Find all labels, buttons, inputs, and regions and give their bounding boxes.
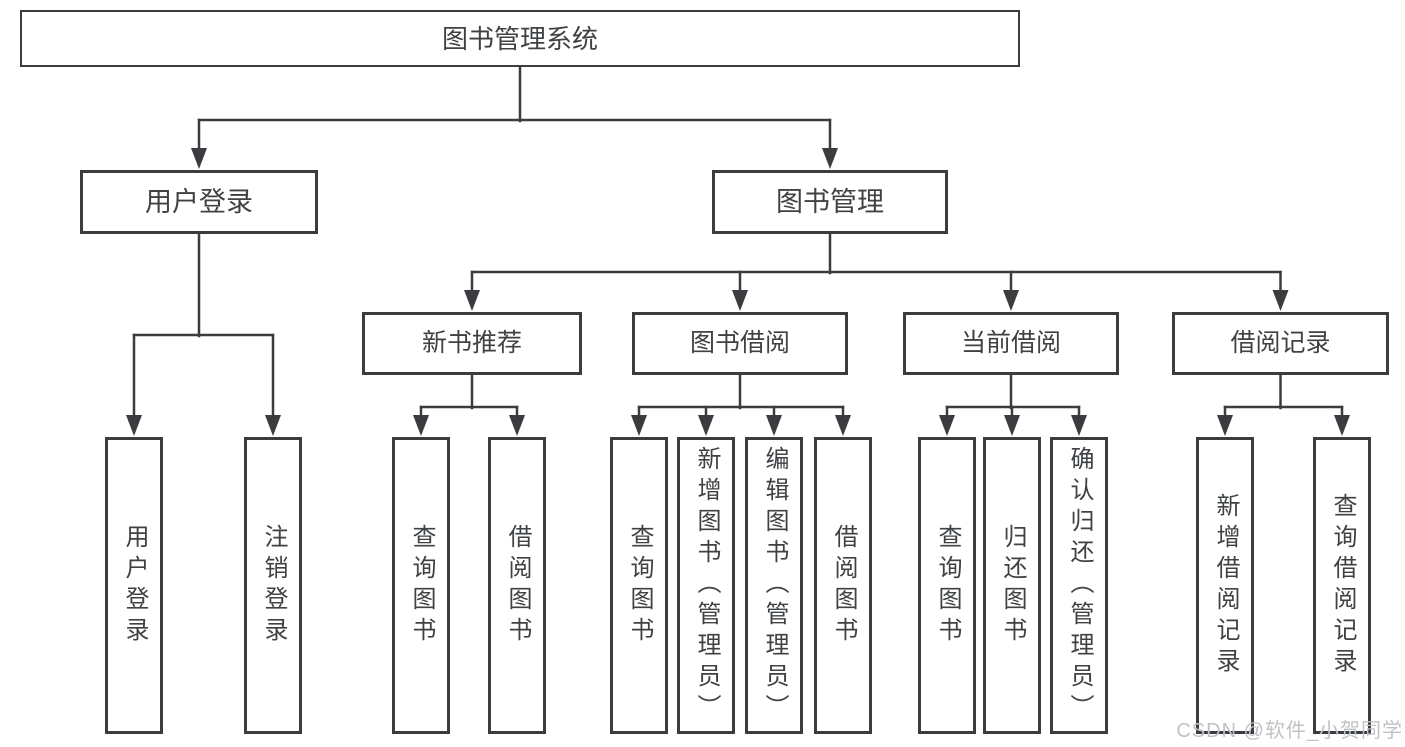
node-current-borrowing-label: 当前借阅: [960, 329, 1061, 357]
leaf-edit-book-admin: 编辑图书（管理员）: [745, 437, 803, 734]
arrowhead: [413, 415, 429, 436]
node-current-borrowing: 当前借阅: [903, 312, 1119, 375]
leaf-user-login-label: 用户登录: [121, 523, 148, 648]
arrowhead: [1071, 415, 1087, 436]
node-book-borrowing-label: 图书借阅: [689, 329, 790, 357]
leaf-add-book-admin: 新增图书（管理员）: [677, 437, 735, 734]
arrowhead: [766, 415, 782, 436]
arrowhead: [631, 415, 647, 436]
arrowhead: [732, 290, 748, 311]
leaf-logout-label: 注销登录: [260, 523, 287, 648]
leaf-query-books-borrow-label: 查询图书: [626, 523, 653, 648]
watermark: CSDN @软件_小贺同学: [1176, 720, 1403, 742]
leaf-add-book-admin-label: 新增图书（管理员）: [693, 446, 720, 725]
leaf-return-book-label: 归还图书: [999, 523, 1026, 648]
node-book-management-label: 图书管理: [776, 186, 884, 217]
arrowhead: [1004, 415, 1020, 436]
leaf-query-books-recommend: 查询图书: [392, 437, 450, 734]
leaf-query-borrow-record: 查询借阅记录: [1313, 437, 1371, 734]
leaf-add-borrow-record: 新增借阅记录: [1196, 437, 1254, 734]
arrowhead: [822, 148, 838, 169]
leaf-query-books-borrow: 查询图书: [610, 437, 668, 734]
arrowhead: [464, 290, 480, 311]
leaf-logout: 注销登录: [244, 437, 302, 734]
node-borrowing-records-label: 借阅记录: [1230, 329, 1331, 357]
leaf-confirm-return-admin: 确认归还（管理员）: [1050, 437, 1108, 734]
node-user-login: 用户登录: [80, 170, 318, 234]
arrowhead: [939, 415, 955, 436]
leaf-edit-book-admin-label: 编辑图书（管理员）: [761, 446, 788, 725]
leaf-query-books-current-label: 查询图书: [934, 523, 961, 648]
leaf-borrow-books-recommend-label: 借阅图书: [504, 523, 531, 648]
arrowhead: [1003, 290, 1019, 311]
node-book-management: 图书管理: [712, 170, 948, 234]
arrowhead: [265, 415, 281, 436]
arrowhead: [698, 415, 714, 436]
node-root: 图书管理系统: [20, 10, 1020, 67]
node-new-book-recommendation-label: 新书推荐: [421, 329, 522, 357]
node-new-book-recommendation: 新书推荐: [362, 312, 582, 375]
arrowhead: [1272, 290, 1289, 311]
arrowhead: [191, 148, 207, 169]
leaf-confirm-return-admin-label: 确认归还（管理员）: [1066, 446, 1093, 725]
arrowhead: [1334, 415, 1350, 436]
leaf-borrow-books-recommend: 借阅图书: [488, 437, 546, 734]
arrowhead: [835, 415, 851, 436]
leaf-query-borrow-record-label: 查询借阅记录: [1329, 492, 1356, 679]
leaf-borrow-books-label: 借阅图书: [830, 523, 857, 648]
node-root-label: 图书管理系统: [441, 23, 598, 54]
arrowhead: [1217, 415, 1233, 436]
node-book-borrowing: 图书借阅: [632, 312, 848, 375]
arrowhead: [509, 415, 525, 436]
leaf-add-borrow-record-label: 新增借阅记录: [1212, 492, 1239, 679]
leaf-query-books-current: 查询图书: [918, 437, 976, 734]
node-user-login-label: 用户登录: [145, 186, 253, 217]
node-borrowing-records: 借阅记录: [1172, 312, 1389, 375]
arrowhead: [126, 415, 142, 436]
leaf-user-login: 用户登录: [105, 437, 163, 734]
leaf-borrow-books: 借阅图书: [814, 437, 872, 734]
leaf-query-books-recommend-label: 查询图书: [408, 523, 435, 648]
leaf-return-book: 归还图书: [983, 437, 1041, 734]
